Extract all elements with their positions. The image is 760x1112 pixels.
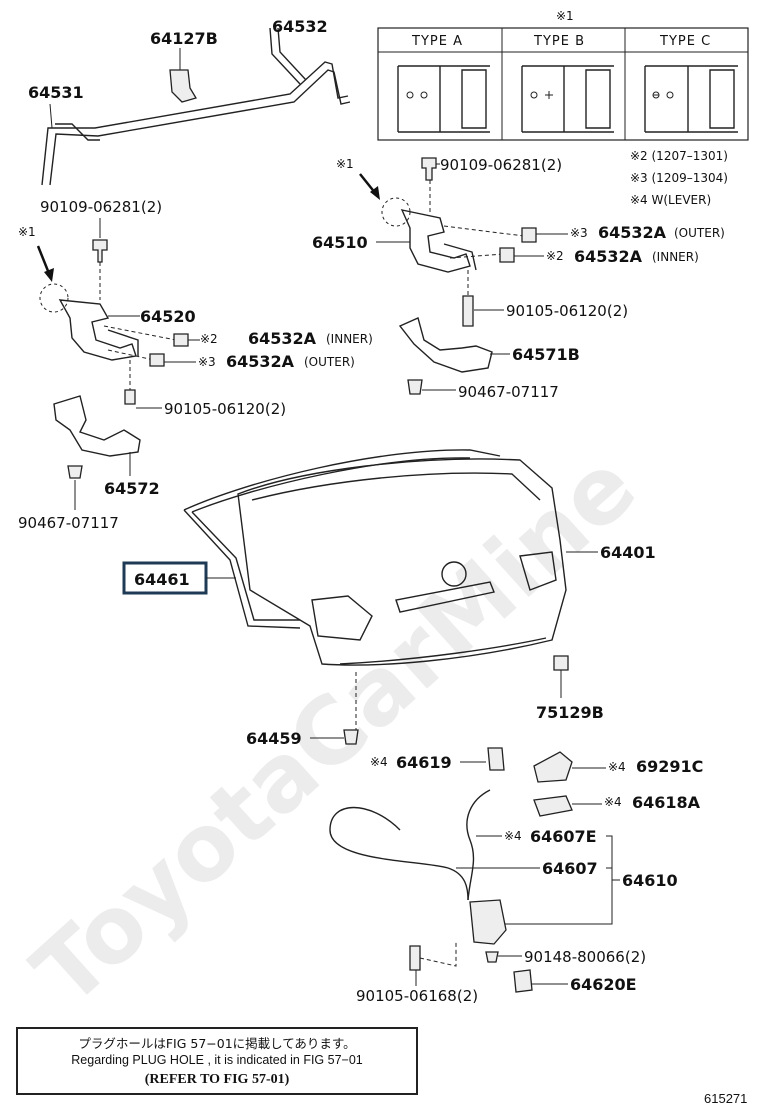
label-64607E: 64607E [530,827,597,846]
mark4-c: ※4 [604,795,622,809]
label-64520: 64520 [140,307,196,326]
label-64461: 64461 [134,570,190,589]
label-64532A-outer-top: 64532A [598,223,667,242]
legend-type-c: TYPE C [659,34,711,49]
tag-outer-top: (OUTER) [674,226,725,240]
bolt-right-top [421,157,437,181]
label-64459: 64459 [246,729,302,748]
label-64571B: 64571B [512,345,580,364]
bolt-left-bottom [124,389,136,405]
label-90105-06120-left: 90105-06120(2) [164,400,286,418]
mark4-a: ※4 [370,755,388,769]
note-japanese: プラグホールはFIG 57−01に掲載してあります。 [78,1036,356,1051]
label-64532A-inner-top: 64532A [574,247,643,266]
mark3-top: ※3 [570,226,588,240]
label-64532A-inner-left: 64532A [248,329,317,348]
cable-64607 [329,789,491,901]
bolt-right-bottom [462,295,474,327]
label-64619: 64619 [396,753,452,772]
label-75129B: 75129B [536,703,604,722]
note-range-3: ※3 (1209–1304) [630,171,728,185]
tag-inner-top: (INNER) [652,250,699,264]
mark4-d: ※4 [504,829,522,843]
mark2-left: ※2 [200,332,218,346]
mark1-left: ※1 [18,225,36,239]
note-refer: (REFER TO FIG 57-01) [144,1072,290,1087]
hinge-64520 [58,299,139,361]
label-90105-06168: 90105-06168(2) [356,987,478,1005]
label-90467-07117-right: 90467-07117 [458,383,559,401]
luggage-door-64401 [237,458,567,666]
legend-mark: ※1 [556,9,574,23]
label-90109-06281-left: 90109-06281(2) [40,198,162,216]
mark2-top: ※2 [546,249,564,263]
refer-note-box: プラグホールはFIG 57−01に掲載してあります。 Regarding PLU… [16,1027,418,1095]
label-90105-06120-right: 90105-06120(2) [506,302,628,320]
type-c-sketch [644,65,738,133]
label-64532: 64532 [272,17,328,36]
weatherstrip-64461 [183,449,501,629]
label-64607: 64607 [542,859,598,878]
label-64618A: 64618A [632,793,701,812]
type-b-sketch [521,65,614,133]
note-english: Regarding PLUG HOLE , it is indicated in… [71,1053,363,1067]
legend-type-b: TYPE B [533,34,585,49]
hinge-cover-64572 [53,395,141,457]
bolt-left-top [92,239,108,263]
type-a-sketch [397,65,490,133]
label-69291C: 69291C [636,757,703,776]
label-64610: 64610 [622,871,678,890]
label-90148-80066: 90148-80066(2) [524,948,646,966]
label-64401: 64401 [600,543,656,562]
label-64510: 64510 [312,233,368,252]
legend-type-a: TYPE A [411,34,463,49]
label-64127B: 64127B [150,29,218,48]
label-64572: 64572 [104,479,160,498]
mark1-right: ※1 [336,157,354,171]
label-90467-07117-left: 90467-07117 [18,514,119,532]
label-64620E: 64620E [570,975,637,994]
lock-assembly [469,899,507,945]
tag-inner-left: (INNER) [326,332,373,346]
hinge-64510 [400,209,477,273]
mark3-left: ※3 [198,355,216,369]
tag-outer-left: (OUTER) [304,355,355,369]
bolt-lock [409,945,421,971]
label-90109-06281-right: 90109-06281(2) [440,156,562,174]
type-legend-table: ※1 TYPE A TYPE B TYPE C [377,9,749,141]
hinge-cover-64571B [398,317,493,373]
note-lever: ※4 W(LEVER) [630,193,711,207]
label-64532A-outer-left: 64532A [226,352,295,371]
label-64531: 64531 [28,83,84,102]
figure-number: 615271 [704,1091,748,1106]
mark4-b: ※4 [608,760,626,774]
note-range-2: ※2 (1207–1301) [630,149,728,163]
torsion-bar-assembly [41,27,351,186]
